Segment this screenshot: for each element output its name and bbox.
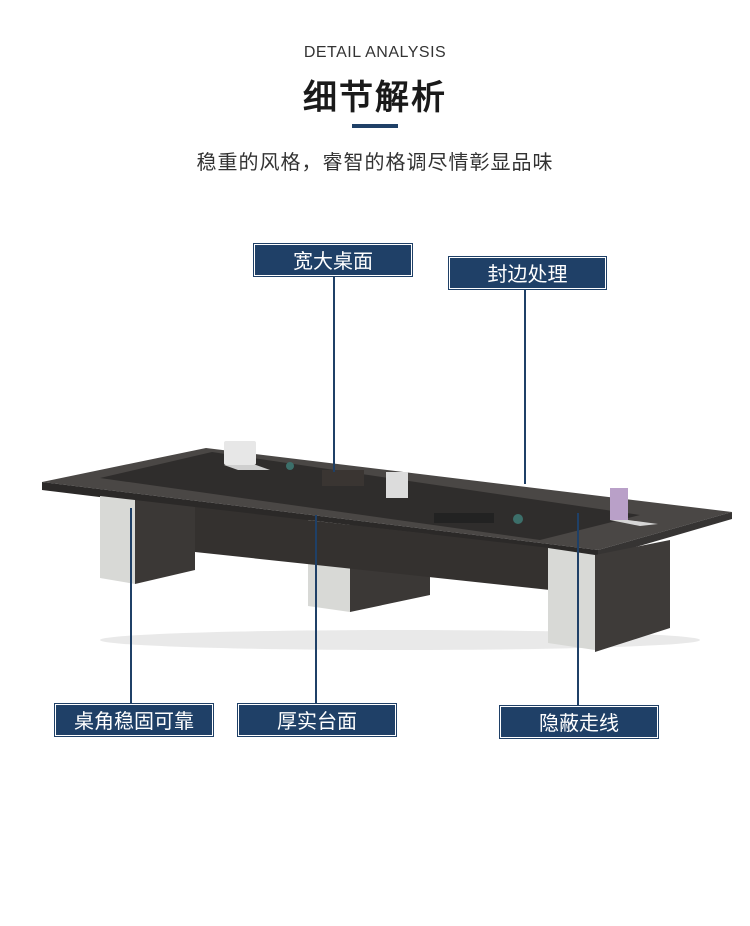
subtitle: 稳重的风格，睿智的格调尽情彰显品味 bbox=[196, 150, 554, 174]
right-leg-panel bbox=[548, 548, 595, 650]
leader-wide-top bbox=[333, 276, 335, 472]
cup-right bbox=[513, 514, 523, 524]
laptop-left-base bbox=[224, 465, 270, 470]
callout-stable-legs: 桌角稳固可靠 bbox=[54, 703, 214, 737]
laptop-right-base bbox=[610, 520, 658, 526]
left-leg-dark bbox=[135, 500, 195, 584]
leader-hidden-wiring bbox=[577, 513, 579, 706]
modesty-panel bbox=[195, 507, 550, 590]
conference-table-image bbox=[42, 441, 732, 652]
leader-stable-legs bbox=[130, 508, 132, 704]
title-en: DETAIL ANALYSIS bbox=[303, 44, 447, 61]
title-underline bbox=[352, 124, 398, 128]
left-leg-panel bbox=[100, 496, 135, 584]
callout-wide-top: 宽大桌面 bbox=[253, 243, 413, 277]
pen-holder bbox=[322, 470, 364, 486]
right-leg-dark bbox=[595, 540, 670, 652]
cup-left bbox=[286, 462, 294, 470]
leader-thick-top bbox=[315, 515, 317, 705]
callout-edge-banding: 封边处理 bbox=[448, 256, 607, 290]
laptop-right bbox=[610, 488, 628, 520]
tabletop-center-strip bbox=[100, 452, 640, 540]
tabletop-side-edge bbox=[598, 512, 732, 558]
file-box bbox=[386, 472, 408, 498]
callout-hidden-wiring: 隐蔽走线 bbox=[499, 705, 659, 739]
laptop-left bbox=[224, 441, 256, 465]
callout-thick-top: 厚实台面 bbox=[237, 703, 397, 737]
title-cn: 细节解析 bbox=[303, 78, 447, 118]
leader-edge-banding bbox=[524, 288, 526, 484]
notebook bbox=[434, 513, 494, 523]
